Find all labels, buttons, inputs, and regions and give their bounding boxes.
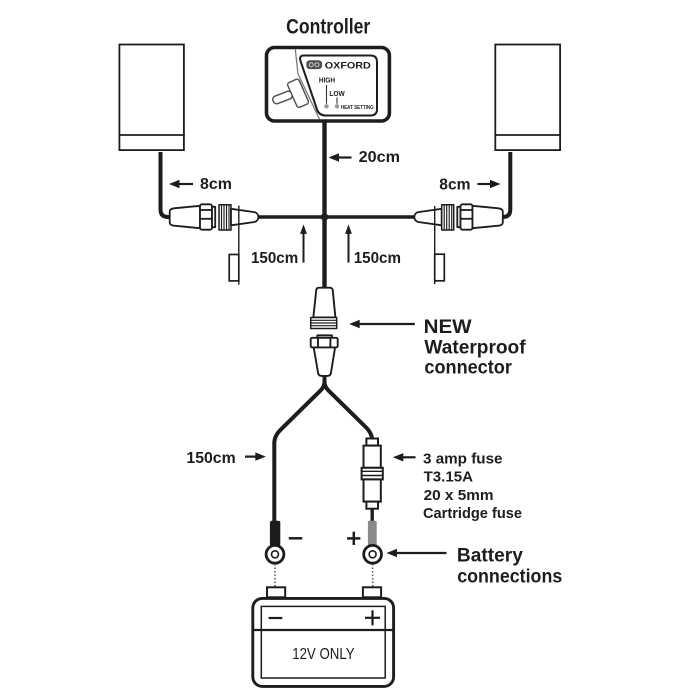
svg-text:20cm: 20cm: [359, 149, 400, 166]
svg-text:connections: connections: [457, 567, 562, 588]
svg-text:Controller: Controller: [286, 15, 370, 38]
svg-text:12V ONLY: 12V ONLY: [292, 646, 354, 663]
svg-text:HEAT SETTING: HEAT SETTING: [341, 105, 374, 111]
svg-text:Battery: Battery: [457, 545, 523, 566]
svg-text:HIGH: HIGH: [319, 76, 335, 85]
svg-text:NEW: NEW: [424, 317, 472, 338]
svg-text:20 x 5mm: 20 x 5mm: [424, 487, 494, 504]
svg-text:3 amp fuse: 3 amp fuse: [423, 451, 503, 468]
svg-text:150cm: 150cm: [251, 250, 298, 267]
svg-text:LOW: LOW: [329, 89, 345, 98]
svg-text:8cm: 8cm: [200, 176, 232, 193]
svg-text:150cm: 150cm: [186, 450, 235, 467]
svg-text:Cartridge fuse: Cartridge fuse: [423, 505, 522, 522]
svg-text:150cm: 150cm: [354, 250, 401, 267]
svg-text:OXFORD: OXFORD: [325, 59, 371, 70]
svg-text:Waterproof: Waterproof: [424, 337, 526, 358]
svg-text:8cm: 8cm: [439, 176, 470, 193]
svg-text:connector: connector: [424, 358, 512, 379]
svg-text:T3.15A: T3.15A: [424, 468, 474, 485]
